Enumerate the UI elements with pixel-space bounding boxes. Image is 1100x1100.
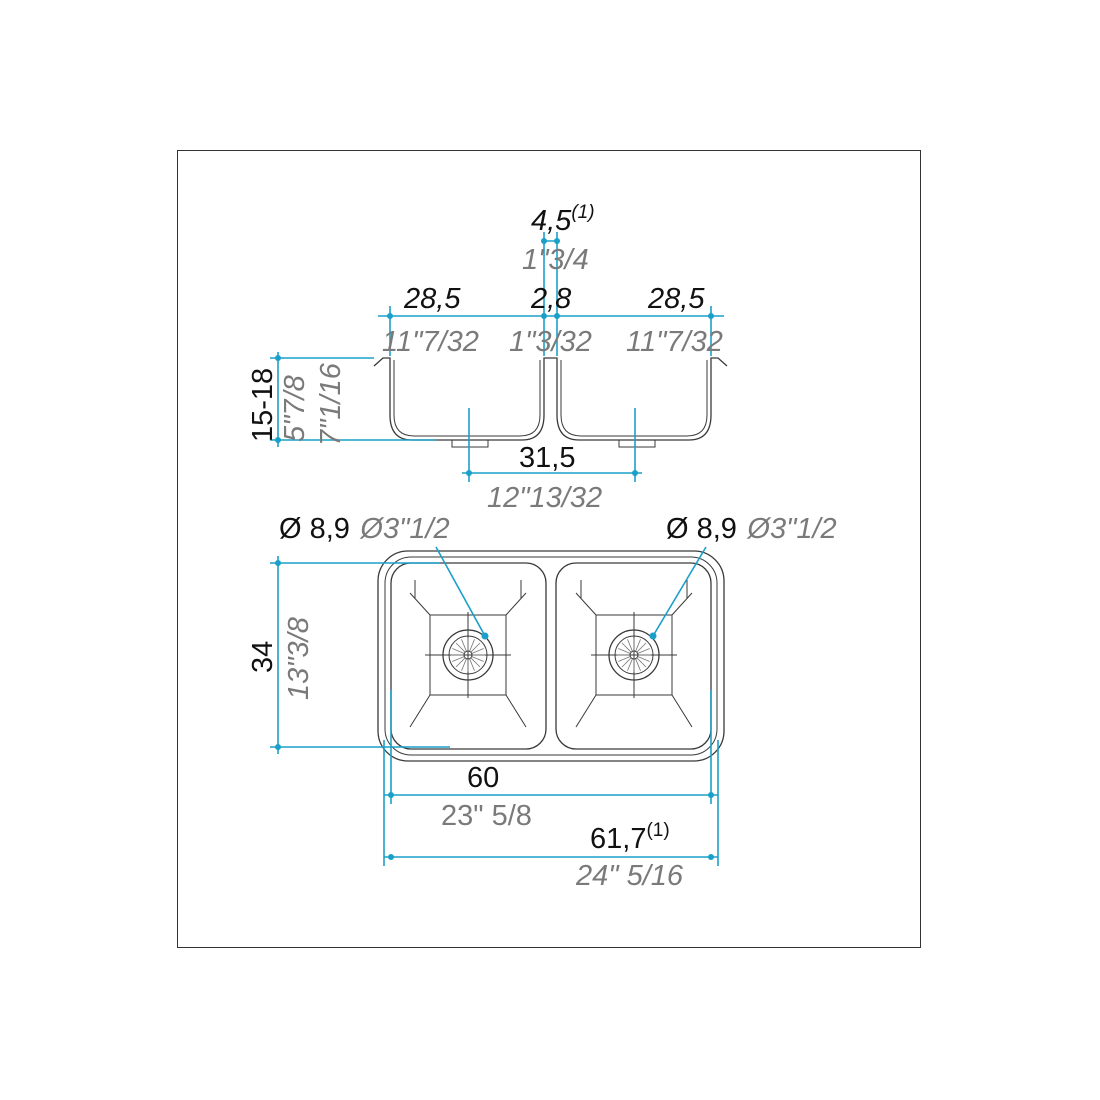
left-bowl-corner-lines [409,580,527,728]
drain-spoke [461,658,467,671]
drain-spoke [470,657,481,668]
top-view: Ø 8,9 Ø3"1/2 Ø 8,9 Ø3"1/2 34 13"3/8 60 2… [247,513,837,892]
dim-dot [275,437,281,443]
drain-spoke [469,639,475,652]
dim-dot [466,470,472,476]
drain-center [463,650,473,660]
dim-dot [275,355,281,361]
dim-dot [275,560,281,566]
drain-spoke [618,656,631,662]
left-bowl-width-imperial: 11"7/32 [382,326,479,358]
right-bowl-outline [555,562,712,750]
drain-left-label: Ø 8,9 Ø3"1/2 [279,513,450,545]
drain-spoke [452,648,465,654]
left-drain-spokes [451,638,485,672]
outer-width-imperial: 24" 5/16 [575,860,684,892]
dim-dot [708,313,714,319]
sink-inner-rim [384,556,718,756]
dim-dot [708,792,714,798]
center-width-metric: 2,8 [530,283,571,315]
right-bowl-width-metric: 28,5 [647,283,705,315]
drain-spoke [452,656,465,662]
dim-dot [481,632,489,640]
left-bowl [390,562,547,750]
left-drain-ring [448,635,488,675]
right-bowl-width-imperial: 11"7/32 [626,326,723,358]
dim-dot [632,470,638,476]
right-bowl [555,562,712,750]
divider-width-imperial: 1"3/4 [522,244,589,276]
inner-width-metric: 60 [467,762,499,794]
leader-left-drain [435,546,486,637]
sink-side-inner [393,360,708,437]
drain-spoke [635,639,641,652]
dim-dot [554,238,560,244]
right-bowl-corner-lines [575,580,693,728]
drain-spoke [455,642,466,653]
depth-imperial-min: 5"7/8 [279,375,311,442]
right-drain-ring [614,635,654,675]
drain-spacing-metric: 31,5 [519,442,575,474]
drain-spoke [621,642,632,653]
drain-stub-left [451,440,489,448]
sink-side-profile [373,357,728,441]
dim-dot [388,854,394,860]
divider-width-metric: 4,5(1) [531,202,595,237]
sink-outer-rim [377,550,725,762]
left-bowl-width-metric: 28,5 [403,283,461,315]
dim-dot [388,792,394,798]
dim-dot [708,854,714,860]
dim-dot [275,744,281,750]
drain-spoke [636,657,647,668]
center-width-imperial: 1"3/32 [509,326,592,358]
depth-imperial-max: 7"1/16 [315,362,347,446]
drain-center [629,650,639,660]
drain-spoke [618,648,631,654]
drain-spoke [471,648,484,654]
left-drain [442,629,494,681]
outer-width-metric: 61,7(1) [590,820,670,855]
drain-spoke [637,656,650,662]
right-drain [608,629,660,681]
drain-spoke [636,642,647,653]
drain-spoke [469,658,475,671]
depth-metric: 15-18 [247,368,279,442]
drain-spoke [470,642,481,653]
dim-dot [541,238,547,244]
drain-right-label: Ø 8,9 Ø3"1/2 [666,513,837,545]
inner-width-imperial: 23" 5/8 [441,800,532,832]
dim-dot [554,313,560,319]
dim-dot [387,313,393,319]
side-view: 4,5(1) 1"3/4 28,5 2,8 28,5 11"7/32 1"3/3… [247,202,728,514]
height-metric: 34 [247,641,279,673]
dim-dot [649,632,657,640]
drain-spoke [627,658,633,671]
height-imperial: 13"3/8 [283,617,315,700]
left-bowl-outline [390,562,547,750]
right-drain-spokes [617,638,651,672]
drain-spoke [621,657,632,668]
drain-spoke [637,648,650,654]
drawing-frame [177,150,921,948]
drain-spoke [461,639,467,652]
drain-spoke [471,656,484,662]
leader-right-drain [652,546,707,637]
drain-spoke [455,657,466,668]
drain-spoke [627,639,633,652]
drain-spacing-imperial: 12"13/32 [487,482,602,514]
drain-spoke [635,658,641,671]
dim-dot [541,313,547,319]
drain-stub-right [618,440,656,448]
